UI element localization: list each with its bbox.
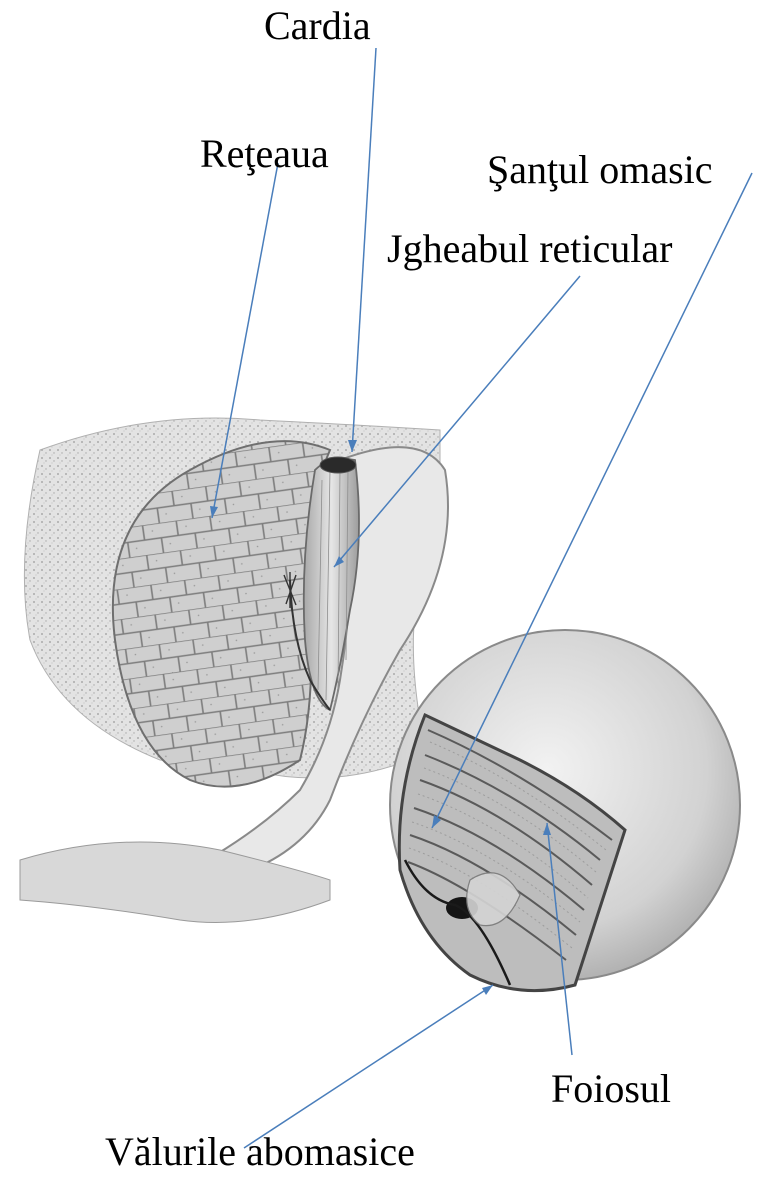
cardia-opening — [320, 457, 356, 473]
label-santul-omasic: Şanţul omasic — [487, 150, 713, 190]
label-cardia: Cardia — [264, 6, 371, 46]
leader-line-valurile-abomasice — [244, 985, 493, 1148]
label-foiosul: Foiosul — [551, 1069, 671, 1109]
label-jgheabul-reticular: Jgheabul reticular — [387, 229, 672, 269]
reticulum-floor — [20, 842, 330, 923]
leader-line-cardia — [352, 48, 376, 452]
label-reteaua: Reţeaua — [200, 134, 329, 174]
leader-line-jgheabul-reticular — [334, 276, 580, 567]
label-valurile-abomasice: Vălurile abomasice — [105, 1132, 415, 1172]
